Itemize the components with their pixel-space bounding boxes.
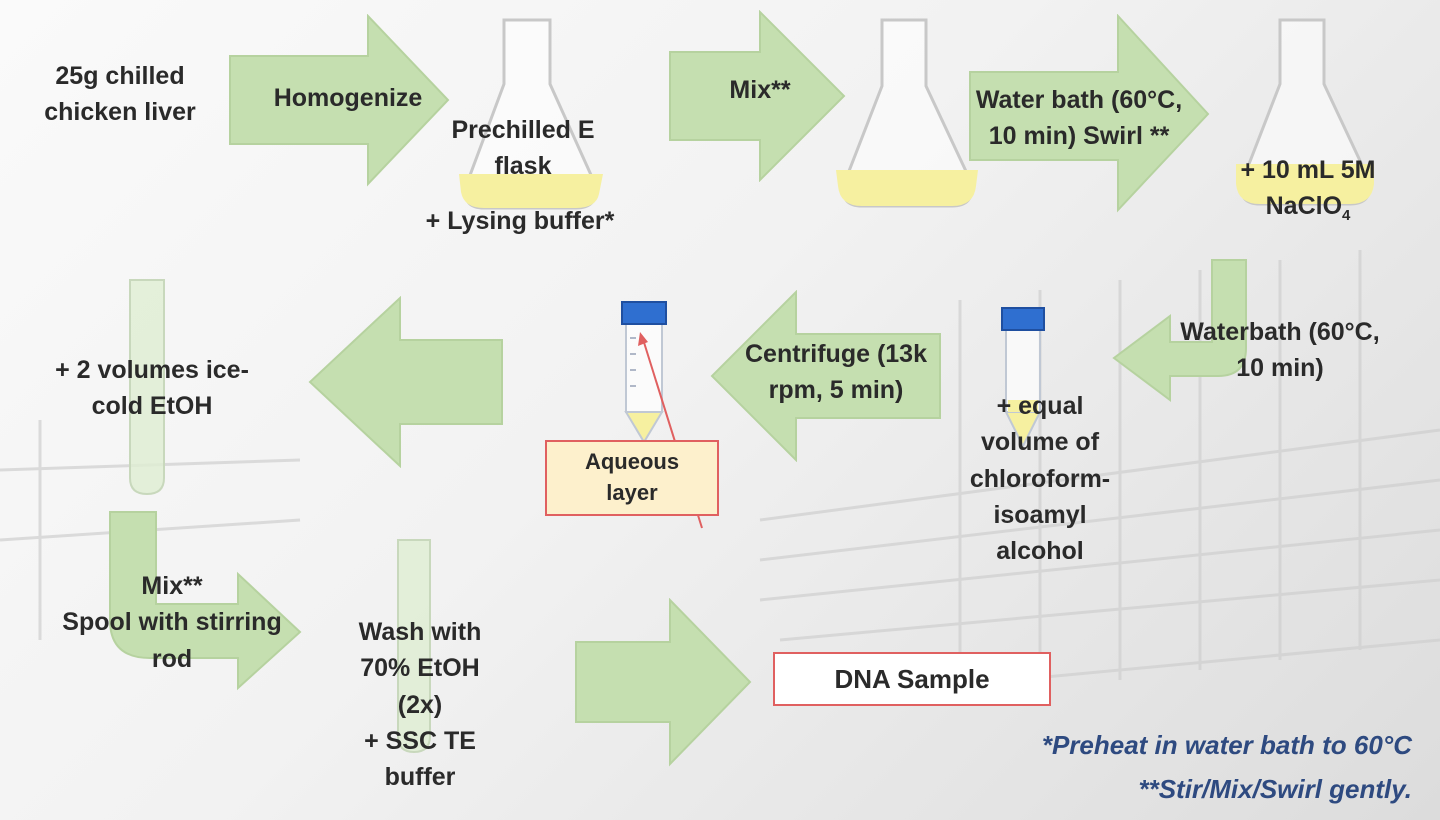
chloroform-label: + equal volume of chloroform- isoamyl al… bbox=[969, 392, 1111, 565]
start-material-label: 25g chilled chicken liver bbox=[44, 62, 196, 127]
turn-down-left-arrow bbox=[1112, 259, 1247, 402]
homogenize-label: Homogenize bbox=[273, 84, 423, 112]
etoh-label: + 2 volumes ice- cold EtOH bbox=[55, 356, 249, 421]
aqueous-layer-box: Aqueous layer bbox=[545, 440, 719, 516]
tube-etoh-icon bbox=[129, 279, 165, 496]
flask-3-icon bbox=[1236, 18, 1374, 206]
mix-label: Mix** bbox=[729, 76, 791, 104]
wash-label: Wash with 70% EtOH (2x) + SSC TE buffer bbox=[358, 618, 482, 791]
tube-chloroform-icon bbox=[1001, 307, 1045, 449]
etoh-arrow bbox=[308, 296, 503, 468]
dna-sample-box: DNA Sample bbox=[773, 652, 1051, 706]
water-bath-arrow bbox=[969, 14, 1210, 213]
naclo4-label: + 10 mL 5M NaClO4 bbox=[1240, 156, 1376, 225]
preheat-note: *Preheat in water bath to 60°C bbox=[1041, 730, 1412, 760]
mix-arrow bbox=[669, 10, 846, 182]
lysing-buffer-label: + Lysing buffer* bbox=[425, 207, 615, 235]
flask-2-icon bbox=[836, 18, 978, 208]
spool-label: Mix** Spool with stirring rod bbox=[62, 572, 282, 673]
flask-1-label: Prechilled E flask bbox=[451, 116, 595, 181]
flask-1-icon bbox=[459, 18, 603, 210]
water-bath-label: Water bath (60°C, 10 min) Swirl ** bbox=[975, 86, 1183, 151]
turn-down-right-arrow bbox=[109, 511, 302, 691]
homogenize-arrow bbox=[229, 14, 450, 187]
final-arrow bbox=[575, 598, 752, 767]
centrifuge-label: Centrifuge (13k rpm, 5 min) bbox=[745, 340, 927, 405]
tube-wash-icon bbox=[397, 539, 431, 754]
waterbath-2-label: Waterbath (60°C, 10 min) bbox=[1180, 318, 1380, 383]
gentle-mix-note: **Stir/Mix/Swirl gently. bbox=[1138, 774, 1412, 804]
centrifuge-arrow bbox=[710, 290, 941, 462]
